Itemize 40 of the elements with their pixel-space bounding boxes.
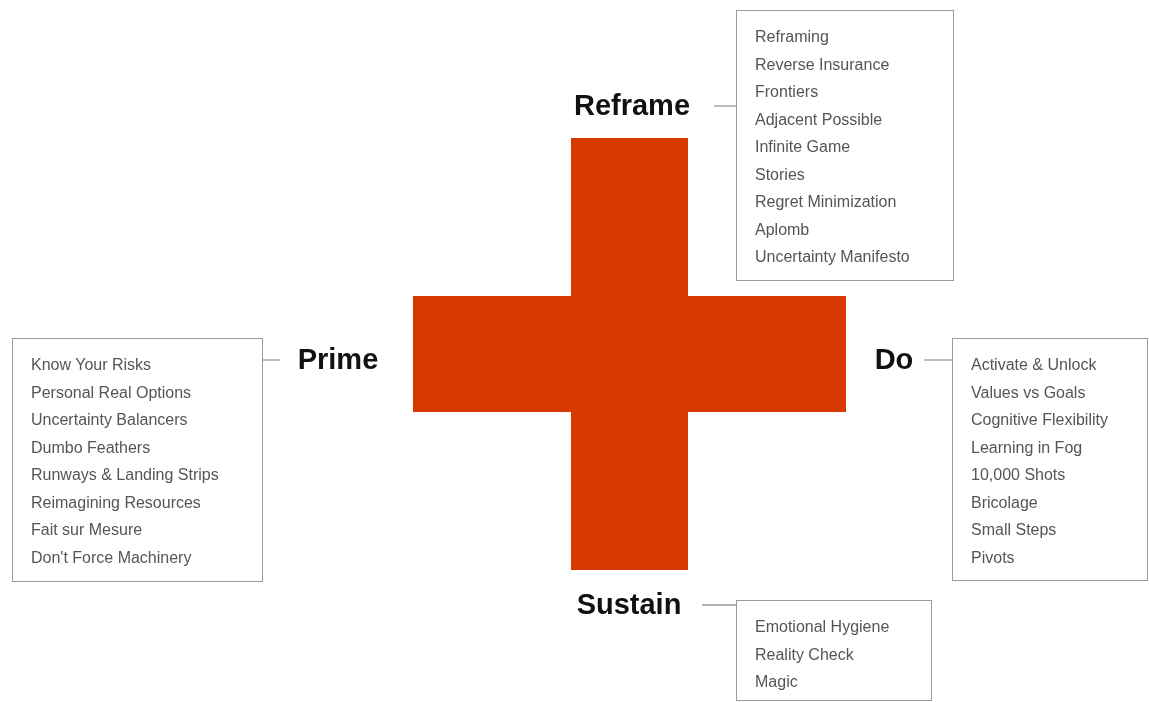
list-item: Reverse Insurance xyxy=(755,54,890,75)
list-item: Emotional Hygiene xyxy=(755,617,890,637)
list-item: Bricolage xyxy=(971,492,1038,513)
list-item: 10,000 Shots xyxy=(971,465,1066,485)
list-item: Uncertainty Balancers xyxy=(31,410,188,430)
list-item: Activate & Unlock xyxy=(971,355,1097,375)
list-item: Values vs Goals xyxy=(971,382,1086,403)
list-item: Uncertainty Manifesto xyxy=(755,247,910,267)
list-item: Reframing xyxy=(755,27,829,47)
list-item: Small Steps xyxy=(971,520,1057,540)
list-item: Pivots xyxy=(971,547,1015,568)
list-item: Reimagining Resources xyxy=(31,492,201,513)
list-item: Stories xyxy=(755,164,805,185)
phase-label: Prime xyxy=(280,338,396,382)
phase-label: Reframe xyxy=(550,84,714,128)
list-box xyxy=(12,338,263,582)
connector-line xyxy=(701,604,737,606)
list-item: Adjacent Possible xyxy=(755,109,883,130)
list-item: Learning in Fog xyxy=(971,437,1083,458)
list-item: Frontiers xyxy=(755,82,819,102)
list-item: Infinite Game xyxy=(755,137,851,157)
list-item: Magic xyxy=(755,672,798,692)
list-item: Personal Real Options xyxy=(31,382,192,403)
list-item: Dumbo Feathers xyxy=(31,437,151,458)
connector-line xyxy=(262,359,281,361)
connector-line xyxy=(923,359,953,361)
connector-line xyxy=(713,105,737,107)
phase-label: Do xyxy=(864,338,924,382)
list-item: Cognitive Flexibility xyxy=(971,410,1108,430)
list-item: Aplomb xyxy=(755,219,810,240)
list-item: Reality Check xyxy=(755,644,854,665)
list-box xyxy=(736,10,954,281)
list-item: Know Your Risks xyxy=(31,355,152,375)
list-item: Regret Minimization xyxy=(755,192,897,212)
list-item: Fait sur Mesure xyxy=(31,520,143,540)
phase-label: Sustain xyxy=(556,583,702,627)
list-item: Runways & Landing Strips xyxy=(31,465,219,485)
list-box xyxy=(952,338,1148,581)
list-box xyxy=(736,600,932,701)
list-item: Don't Force Machinery xyxy=(31,547,192,568)
